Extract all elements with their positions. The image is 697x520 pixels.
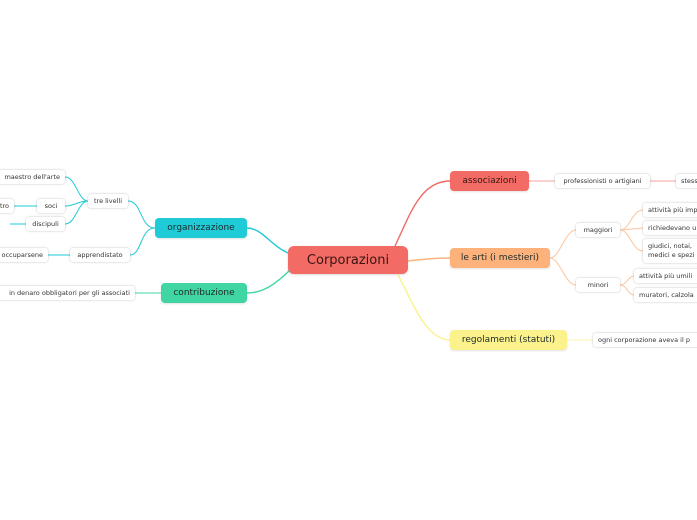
apprendistato-child[interactable]: occuparsene xyxy=(0,248,48,262)
connector-root-organizzazione xyxy=(246,227,289,254)
connector-root-arti xyxy=(407,257,451,262)
connector-maggiori-item2 xyxy=(619,227,644,231)
connector-maggiori-item1 xyxy=(619,209,644,231)
subtopic-tre-livelli[interactable]: tre livelli xyxy=(88,194,128,208)
tre-livelli-item-maestro-label: maestro dell'arte xyxy=(4,173,60,181)
topic-organizzazione[interactable]: organizzazione xyxy=(155,218,247,238)
topic-regolamenti-label: regolamenti (statuti) xyxy=(461,335,556,345)
connector-organizzazione-trelivelli xyxy=(127,200,156,229)
maggiori-item-1-label: attività più imp xyxy=(648,206,697,214)
connector-organizzazione-apprendistato xyxy=(129,227,156,256)
subtopic-regolamenti-child-label: ogni corporazione aveva il p xyxy=(598,336,690,344)
connector-arti-maggiori xyxy=(549,229,577,259)
subtopic-regolamenti-child[interactable]: ogni corporazione aveva il p xyxy=(593,333,697,347)
topic-organizzazione-label: organizzazione xyxy=(167,223,235,233)
apprendistato-child-label: occuparsene xyxy=(1,251,43,259)
maggiori-item-3-line1: giudici, notai, xyxy=(648,242,692,250)
maggiori-item-1[interactable]: attività più imp xyxy=(643,203,697,217)
subtopic-professionisti[interactable]: professionisti o artigiani xyxy=(555,174,650,188)
tre-livelli-item-discipuli[interactable]: discipuli xyxy=(26,217,65,231)
soci-child[interactable]: tro xyxy=(0,199,14,213)
connector-minori-item1 xyxy=(619,275,635,286)
topic-arti[interactable]: le arti (i mestieri) xyxy=(450,248,550,268)
topic-regolamenti[interactable]: regolamenti (statuti) xyxy=(450,330,567,350)
maggiori-item-3[interactable]: giudici, notai, medici e spezi xyxy=(643,239,697,263)
subtopic-professionisti-label: professionisti o artigiani xyxy=(563,177,642,185)
minori-item-2-label: muratori, calzola xyxy=(639,291,694,299)
subtopic-stesso-label: stesso xyxy=(681,177,697,185)
connector-root-regolamenti xyxy=(397,274,451,341)
tre-livelli-item-soci-label: soci xyxy=(44,202,58,210)
connector-root-contribuzione xyxy=(246,269,291,294)
minori-item-2[interactable]: muratori, calzola xyxy=(634,288,697,302)
connector-maggiori-item3 xyxy=(619,229,644,252)
subtopic-maggiori-label: maggiori xyxy=(583,226,613,234)
subtopic-contribuzione-child-label: in denaro obbligatori per gli associati xyxy=(9,289,130,297)
subtopic-apprendistato[interactable]: apprendistato xyxy=(70,248,130,262)
connector-trelivelli-maestro xyxy=(64,176,89,202)
topic-contribuzione-label: contribuzione xyxy=(173,288,235,298)
topic-contribuzione[interactable]: contribuzione xyxy=(161,283,247,303)
subtopic-tre-livelli-label: tre livelli xyxy=(93,197,123,205)
connector-root-associazioni xyxy=(394,180,451,247)
tre-livelli-item-discipuli-label: discipuli xyxy=(32,220,59,228)
subtopic-apprendistato-label: apprendistato xyxy=(77,251,123,259)
topic-associazioni-label: associazioni xyxy=(462,176,517,186)
tre-livelli-item-maestro[interactable]: maestro dell'arte xyxy=(0,170,65,184)
root-node[interactable]: Corporazioni xyxy=(288,246,408,274)
minori-item-1-label: attività più umili xyxy=(639,272,693,280)
subtopic-maggiori[interactable]: maggiori xyxy=(576,223,620,237)
subtopic-stesso[interactable]: stesso xyxy=(676,174,697,188)
connector-arti-minori xyxy=(549,257,577,286)
subtopic-minori[interactable]: minori xyxy=(576,278,620,292)
subtopic-minori-label: minori xyxy=(587,281,609,289)
soci-child-label: tro xyxy=(0,202,9,210)
root-label: Corporazioni xyxy=(306,252,390,268)
subtopic-contribuzione-child[interactable]: in denaro obbligatori per gli associati xyxy=(0,286,135,300)
maggiori-item-2-label: richiedevano u xyxy=(648,224,697,232)
maggiori-item-3-line2: medici e spezi xyxy=(648,251,695,259)
maggiori-item-2[interactable]: richiedevano u xyxy=(643,221,697,235)
tre-livelli-item-soci[interactable]: soci xyxy=(37,199,65,213)
minori-item-1[interactable]: attività più umili xyxy=(634,269,697,283)
topic-associazioni[interactable]: associazioni xyxy=(450,171,529,191)
connector-minori-item2 xyxy=(619,284,635,296)
connector-trelivelli-discipuli xyxy=(64,200,89,225)
topic-arti-label: le arti (i mestieri) xyxy=(460,253,540,263)
